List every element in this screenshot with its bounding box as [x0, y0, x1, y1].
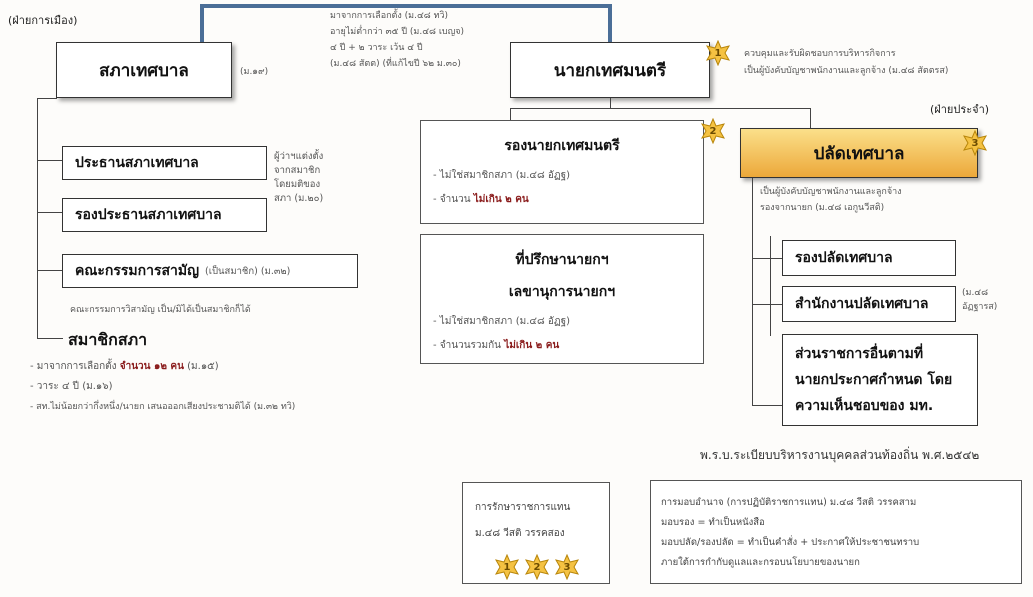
mayor-duty-1: ควบคุมและรับผิดชอบการบริหารกิจการ [744, 49, 896, 59]
advisor-panel: ที่ปรึกษานายกฯ เลขานุการนายกฯ - ไม่ใช่สม… [420, 234, 704, 364]
clerk-note-2: รองจากนายก (ม.๔๘ เอกูนวีสติ) [760, 203, 885, 213]
deputy-mayor-panel: รองนายกเทศมนตรี - ไม่ใช่สมาชิกสภา (ม.๔๘ … [420, 120, 704, 224]
deputy-star-num: 2 [709, 125, 717, 137]
members-line-1a: - มาจากการเลือกตั้ง [30, 361, 117, 372]
committee-box: คณะกรรมการสามัญ (เป็นสมาชิก) (ม.๓๒) [62, 254, 358, 288]
clerk-other-3: ความเห็นชอบของ มท. [795, 398, 934, 414]
clerk-star-icon: 3 [962, 130, 988, 156]
mayor-elect-4: (ม.๔๘ สัตต) (ที่แก้ไขปี ๖๒ ม.๓๐) [330, 59, 461, 69]
mayor-title: นายกเทศมนตรี [553, 60, 667, 81]
chair-note-3: โดยมติของ [274, 179, 321, 190]
members-line-3: - สท.ไม่น้อยกว่ากึ่งหนึ่ง/นายก เสนอออกเส… [30, 402, 296, 412]
clerk-other-2: นายกประกาศกำหนด โดย [795, 372, 953, 388]
clerk-office: สำนักงานปลัดเทศบาล [795, 296, 929, 312]
mayor-elect-1: มาจากการเลือกตั้ง (ม.๔๘ ทวิ) [330, 11, 449, 21]
delegation-panel: การมอบอำนาจ (การปฏิบัติราชการแทน) ม.๔๘ ว… [650, 480, 1022, 584]
clerk-other-1: ส่วนราชการอื่นตามที่ [795, 346, 924, 362]
mayor-box: นายกเทศมนตรี [510, 42, 710, 98]
connector-frame [200, 4, 612, 44]
clerk-office-ref: (ม.๔๘ อัฏฐารส) [962, 286, 997, 314]
political-label: (ฝ่ายการเมือง) [8, 14, 78, 27]
clerk-other-box: ส่วนราชการอื่นตามที่ นายกประกาศกำหนด โดย… [782, 334, 978, 426]
acting-star-1-num: 1 [503, 561, 511, 573]
delegation-line3: มอบปลัด/รองปลัด = ทำเป็นคำสั่ง + ประกาศใ… [661, 537, 920, 548]
members-line-1b: จำนวน ๑๒ คน [119, 361, 184, 372]
clerk-notes: เป็นผู้บังคับบัญชาพนักงานและลูกจ้าง รองจ… [760, 184, 902, 216]
acting-line2: ม.๔๘ วีสติ วรรคสอง [475, 528, 565, 539]
acting-star-3-icon: 3 [554, 554, 580, 580]
members-line-1c: (ม.๑๕) [187, 361, 219, 372]
mayor-elect-3: ๔ ปี + ๒ วาระ เว้น ๔ ปี [330, 43, 423, 53]
mayor-star-icon: 1 [705, 40, 731, 66]
clerk-deputy: รองปลัดเทศบาล [795, 250, 893, 266]
committee-title: คณะกรรมการสามัญ [75, 263, 200, 279]
advisor-line1: - ไม่ใช่สมาชิกสภา (ม.๔๘ อัฏฐ) [433, 316, 570, 327]
council-ref: (ม.๑๙) [240, 67, 269, 77]
members-line-1: - มาจากการเลือกตั้ง จำนวน ๑๒ คน (ม.๑๕) [30, 360, 295, 374]
committee-note: คณะกรรมการวิสามัญ เป็น/มิได้เป็นสมาชิกก็… [70, 305, 251, 315]
deputy-mayor-line1: - ไม่ใช่สมาชิกสภา (ม.๔๘ อัฏฐ) [433, 170, 570, 181]
mayor-star-num: 1 [714, 47, 722, 59]
chair-note-4: สภา (ม.๒๐) [274, 193, 324, 204]
members-list: - มาจากการเลือกตั้ง จำนวน ๑๒ คน (ม.๑๕) -… [30, 360, 295, 414]
chair-note-1: ผู้ว่าฯแต่งตั้ง [274, 151, 324, 162]
clerk-office-box: สำนักงานปลัดเทศบาล [782, 286, 956, 322]
deputy-mayor-line2: - จำนวน ไม่เกิน ๒ คน [433, 193, 529, 207]
clerk-note-1: เป็นผู้บังคับบัญชาพนักงานและลูกจ้าง [760, 187, 902, 197]
acting-star-1-icon: 1 [494, 554, 520, 580]
clerk-office-ref-2: อัฏฐารส) [962, 302, 998, 312]
council-box: สภาเทศบาล [56, 42, 232, 98]
members-line-2: - วาระ ๔ ปี (ม.๑๖) [30, 381, 113, 392]
advisor-line2b: ไม่เกิน ๒ คน [504, 340, 560, 351]
delegation-line1: การมอบอำนาจ (การปฏิบัติราชการแทน) ม.๔๘ ว… [661, 497, 917, 508]
clerk-deputy-box: รองปลัดเทศบาล [782, 240, 956, 276]
advisor-title-2: เลขานุการนายกฯ [508, 284, 616, 300]
council-chair-box: ประธานสภาเทศบาล [62, 146, 267, 180]
committee-ref: (เป็นสมาชิก) (ม.๓๒) [205, 265, 291, 277]
deputy-mayor-line2a: - จำนวน [433, 194, 471, 205]
clerk-office-ref-1: (ม.๔๘ [962, 288, 989, 298]
acting-star-2-num: 2 [533, 561, 541, 573]
clerk-star-num: 3 [971, 137, 979, 149]
council-title: สภาเทศบาล [99, 60, 189, 81]
council-vice-chair: รองประธานสภาเทศบาล [75, 207, 222, 223]
delegation-line2: มอบรอง = ทำเป็นหนังสือ [661, 517, 765, 528]
delegation-line4: ภายใต้การกำกับดูแลและกรอบนโยบายของนายก [661, 557, 860, 568]
council-vice-chair-box: รองประธานสภาเทศบาล [62, 198, 267, 232]
deputy-mayor-title: รองนายกเทศมนตรี [504, 138, 620, 154]
acting-line1: การรักษาราชการแทน [475, 502, 571, 513]
mayor-election-notes: มาจากการเลือกตั้ง (ม.๔๘ ทวิ) อายุไม่ต่ำก… [330, 8, 464, 72]
clerk-title: ปลัดเทศบาล [813, 143, 905, 164]
mayor-duty-notes: ควบคุมและรับผิดชอบการบริหารกิจการ เป็นผู… [744, 46, 948, 80]
advisor-line2: - จำนวนรวมกัน ไม่เกิน ๒ คน [433, 339, 559, 353]
mayor-duty-2: เป็นผู้บังคับบัญชาพนักงานและลูกจ้าง (ม.๔… [744, 66, 949, 76]
acting-star-2-icon: 2 [524, 554, 550, 580]
members-title: สมาชิกสภา [68, 330, 148, 349]
council-chair-note: ผู้ว่าฯแต่งตั้ง จากสมาชิก โดยมติของ สภา … [274, 150, 323, 206]
deputy-star-icon: 2 [700, 118, 726, 144]
clerk-box: ปลัดเทศบาล [740, 128, 978, 178]
acting-star-3-num: 3 [563, 561, 571, 573]
advisor-line2a: - จำนวนรวมกัน [433, 340, 502, 351]
act-reference: พ.ร.บ.ระเบียบบริหารงานบุคคลส่วนท้องถิ่น … [700, 448, 980, 462]
permanent-label: (ฝ่ายประจำ) [930, 103, 990, 116]
chair-note-2: จากสมาชิก [274, 165, 321, 176]
mayor-elect-2: อายุไม่ต่ำกว่า ๓๕ ปี (ม.๔๘ เบญจ) [330, 27, 465, 37]
deputy-mayor-line2b: ไม่เกิน ๒ คน [473, 194, 529, 205]
council-chair: ประธานสภาเทศบาล [75, 155, 199, 171]
advisor-title-1: ที่ปรึกษานายกฯ [515, 252, 609, 268]
